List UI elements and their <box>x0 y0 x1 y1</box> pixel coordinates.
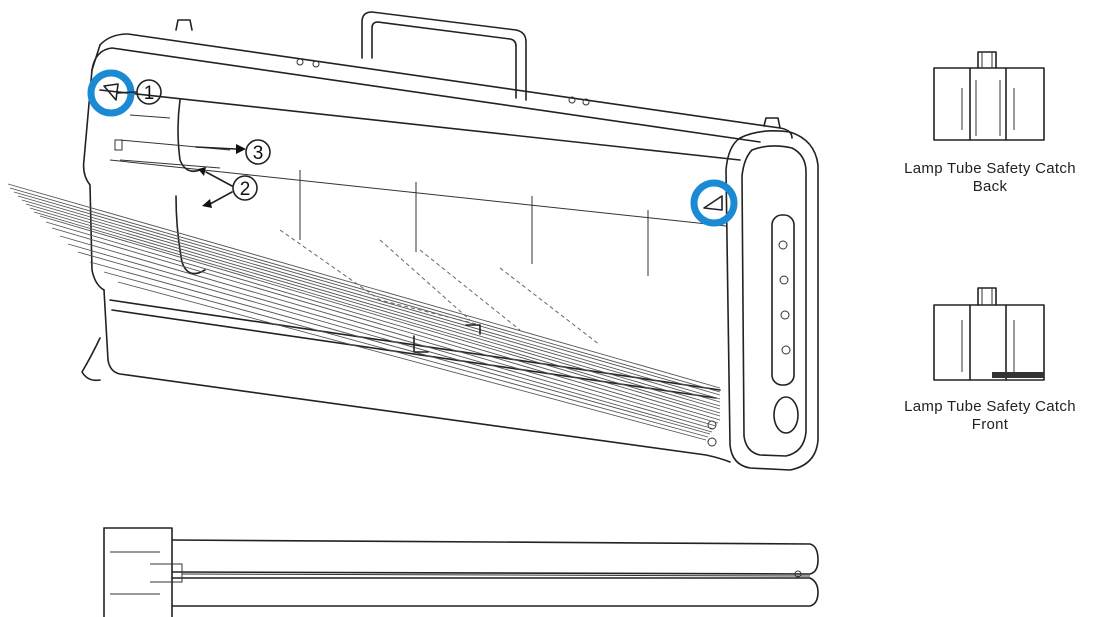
step-marker-2: 2 <box>198 167 258 208</box>
safety-catch-back-drawing <box>933 51 1045 141</box>
lamp-tubes <box>7 183 721 441</box>
fixture-housing <box>81 11 819 471</box>
step-marker-1: 1 <box>117 79 162 105</box>
svg-text:1: 1 <box>144 83 155 104</box>
step-marker-3: 3 <box>195 139 271 165</box>
svg-text:3: 3 <box>253 143 264 164</box>
caption-back-line2: Back <box>972 178 1008 195</box>
svg-text:2: 2 <box>240 179 251 200</box>
safety-catch-highlight-right <box>690 179 738 227</box>
caption-front-line2: Front <box>971 416 1009 433</box>
caption-front-line1: Lamp Tube Safety Catch <box>904 398 1076 415</box>
safety-catch-front-drawing <box>933 287 1045 381</box>
caption-safety-catch-front: Lamp Tube Safety Catch Front <box>880 398 1097 434</box>
side-view-drawing <box>103 527 819 617</box>
caption-safety-catch-back: Lamp Tube Safety Catch Back <box>880 160 1097 196</box>
caption-back-line1: Lamp Tube Safety Catch <box>904 160 1076 177</box>
